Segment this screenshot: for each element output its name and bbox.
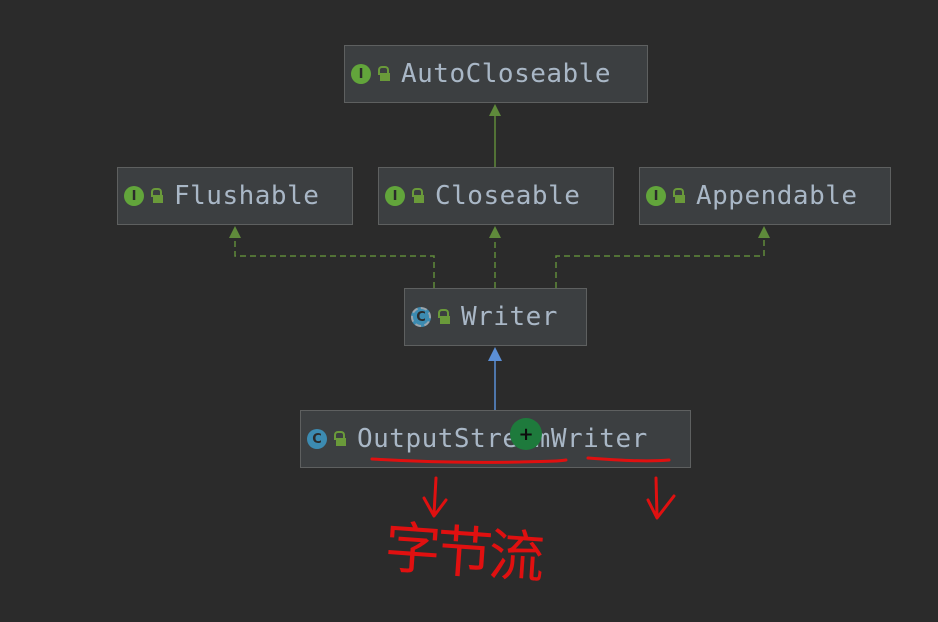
arrowhead-writer	[488, 347, 502, 361]
node-outputstreamwriter[interactable]: C OutputStreamWriter	[300, 410, 691, 468]
underline-outputstream	[370, 457, 568, 464]
handwritten-annotation: 字节流	[382, 515, 543, 592]
node-label: Closeable	[435, 181, 581, 211]
mouse-cursor: +	[510, 418, 542, 450]
node-closeable[interactable]: I Closeable	[378, 167, 614, 225]
node-label: AutoCloseable	[401, 59, 611, 89]
underline-writer	[586, 456, 671, 463]
arrowhead-appendable	[758, 226, 770, 238]
interface-icon: I	[385, 186, 405, 206]
lock-icon	[377, 66, 391, 82]
lock-icon	[150, 188, 164, 204]
node-autocloseable[interactable]: I AutoCloseable	[344, 45, 648, 103]
edge-writer-appendable	[555, 238, 765, 288]
arrowhead-autocloseable	[489, 104, 501, 116]
arrow-down-left-icon	[422, 476, 448, 518]
arrow-down-right-icon	[646, 476, 676, 520]
node-label: Appendable	[696, 181, 858, 211]
lock-icon	[437, 309, 451, 325]
interface-icon: I	[351, 64, 371, 84]
interface-icon: I	[124, 186, 144, 206]
node-flushable[interactable]: I Flushable	[117, 167, 353, 225]
interface-icon: I	[646, 186, 666, 206]
class-icon: C	[307, 429, 327, 449]
node-label: OutputStreamWriter	[357, 424, 648, 454]
node-writer[interactable]: C Writer	[404, 288, 587, 346]
edge-writer-flushable	[234, 238, 435, 288]
arrowhead-closeable	[489, 226, 501, 238]
node-appendable[interactable]: I Appendable	[639, 167, 891, 225]
arrowhead-flushable	[229, 226, 241, 238]
node-label: Writer	[461, 302, 558, 332]
lock-icon	[672, 188, 686, 204]
lock-icon	[333, 431, 347, 447]
node-label: Flushable	[174, 181, 320, 211]
abstract-class-icon: C	[411, 307, 431, 327]
lock-icon	[411, 188, 425, 204]
